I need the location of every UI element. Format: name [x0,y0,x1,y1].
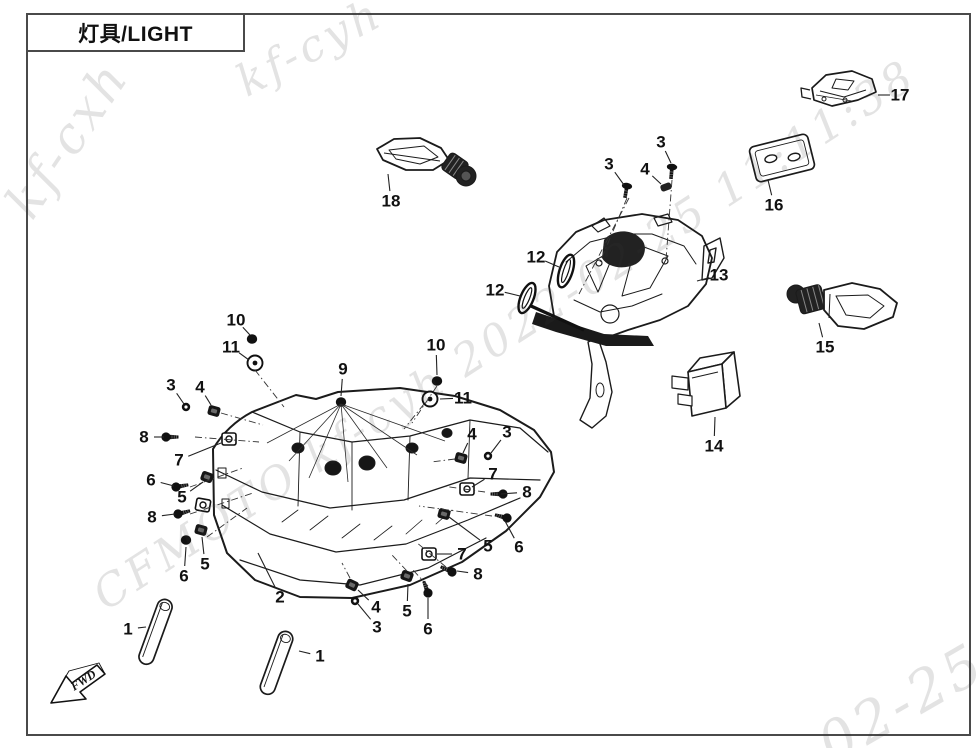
callout-label-5: 5 [402,602,411,621]
callout-label-1: 1 [123,620,132,639]
callout-leader-5 [406,583,409,602]
callout-label-6: 6 [514,538,523,557]
callout-leader-8 [161,513,176,517]
callout-leader-6 [504,520,515,539]
bulb-socket-blob [602,231,645,268]
callout-label-7: 7 [174,451,183,470]
callout-leader-4 [462,442,469,454]
drawing-border [26,13,971,736]
callout-label-4: 4 [640,160,650,179]
callout-leader-1 [298,650,311,655]
callout-leader-7 [188,442,222,457]
callout-label-18: 18 [382,192,401,211]
callout-leader-12 [504,291,521,297]
callout-label-4: 4 [371,598,381,617]
callout-label-6: 6 [423,620,432,639]
callout-label-16: 16 [765,196,784,215]
callout-leader-18 [387,173,391,192]
callout-label-4: 4 [195,378,205,397]
callout-label-14: 14 [705,437,724,456]
page-title: 灯具/LIGHT [78,22,193,46]
callout-label-9: 9 [338,360,347,379]
turn-signal-left [376,137,477,187]
callout-leader-5 [201,536,205,555]
callout-label-7: 7 [488,465,497,484]
callout-leader-3 [664,150,672,164]
callout-label-6: 6 [146,471,155,490]
callout-leader-3 [490,439,502,454]
callout-leader-4 [651,175,662,185]
callout-leader-2 [257,552,277,589]
callout-leader-5 [189,481,204,492]
turn-signal-right [786,282,898,330]
callout-label-8: 8 [147,508,156,527]
small-lamp [800,70,877,107]
callout-label-1: 1 [315,647,324,666]
callout-label-8: 8 [522,483,531,502]
callout-leader-4 [357,589,370,601]
reflector-plate [748,133,816,183]
callout-leader-14 [713,416,716,437]
callout-leader-5 [448,516,481,541]
callout-label-12: 12 [527,248,546,267]
callout-label-10: 10 [427,336,446,355]
callout-leader-10 [242,326,251,336]
callout-leader-13 [696,277,710,282]
bracket-foot-strip [532,312,654,346]
callout-leader-8 [456,570,469,574]
callout-leader-7 [471,478,485,488]
callout-leader-11 [439,397,454,400]
callout-leader-3 [357,603,372,620]
callout-label-6: 6 [179,567,188,586]
callout-leader-8 [500,492,518,495]
callout-label-3: 3 [656,133,665,152]
callout-label-5: 5 [177,488,186,507]
callout-leader-6 [184,546,187,567]
callout-label-8: 8 [473,565,482,584]
callout-leader-10 [435,354,438,376]
callout-label-15: 15 [816,338,835,357]
callout-leader-4 [204,395,212,406]
callout-label-4: 4 [467,425,477,444]
callout-leader-3 [614,171,625,186]
callout-label-13: 13 [710,266,729,285]
title-box: 灯具/LIGHT [26,13,245,52]
callout-label-3: 3 [166,376,175,395]
flasher-relay [671,351,741,417]
callout-label-3: 3 [502,423,511,442]
callout-label-11: 11 [222,338,240,357]
callout-label-12: 12 [486,281,505,300]
callout-leader-3 [176,392,185,405]
callout-leader-12 [544,260,560,268]
rubber-mount-loops [517,253,585,332]
callout-label-3: 3 [604,155,613,174]
callout-leader-16 [767,179,773,196]
callout-label-3: 3 [372,618,381,637]
callout-label-2: 2 [275,588,284,607]
callout-leader-6 [160,481,175,487]
assembly-axis-lines [189,179,673,587]
callout-label-11: 11 [454,389,472,408]
callout-label-10: 10 [227,311,246,330]
callout-label-7: 7 [457,545,466,564]
callout-label-17: 17 [891,86,910,105]
callout-label-5: 5 [483,537,492,556]
callout-leader-11 [238,352,250,361]
callout-label-8: 8 [139,428,148,447]
light-strips [138,598,294,696]
callout-label-5: 5 [200,555,209,574]
headlight-rear-bracket [532,213,725,429]
callout-leader-9 [340,378,343,397]
callout-leader-15 [818,322,824,338]
callout-leader-1 [137,626,147,629]
fan-lines [266,403,446,483]
